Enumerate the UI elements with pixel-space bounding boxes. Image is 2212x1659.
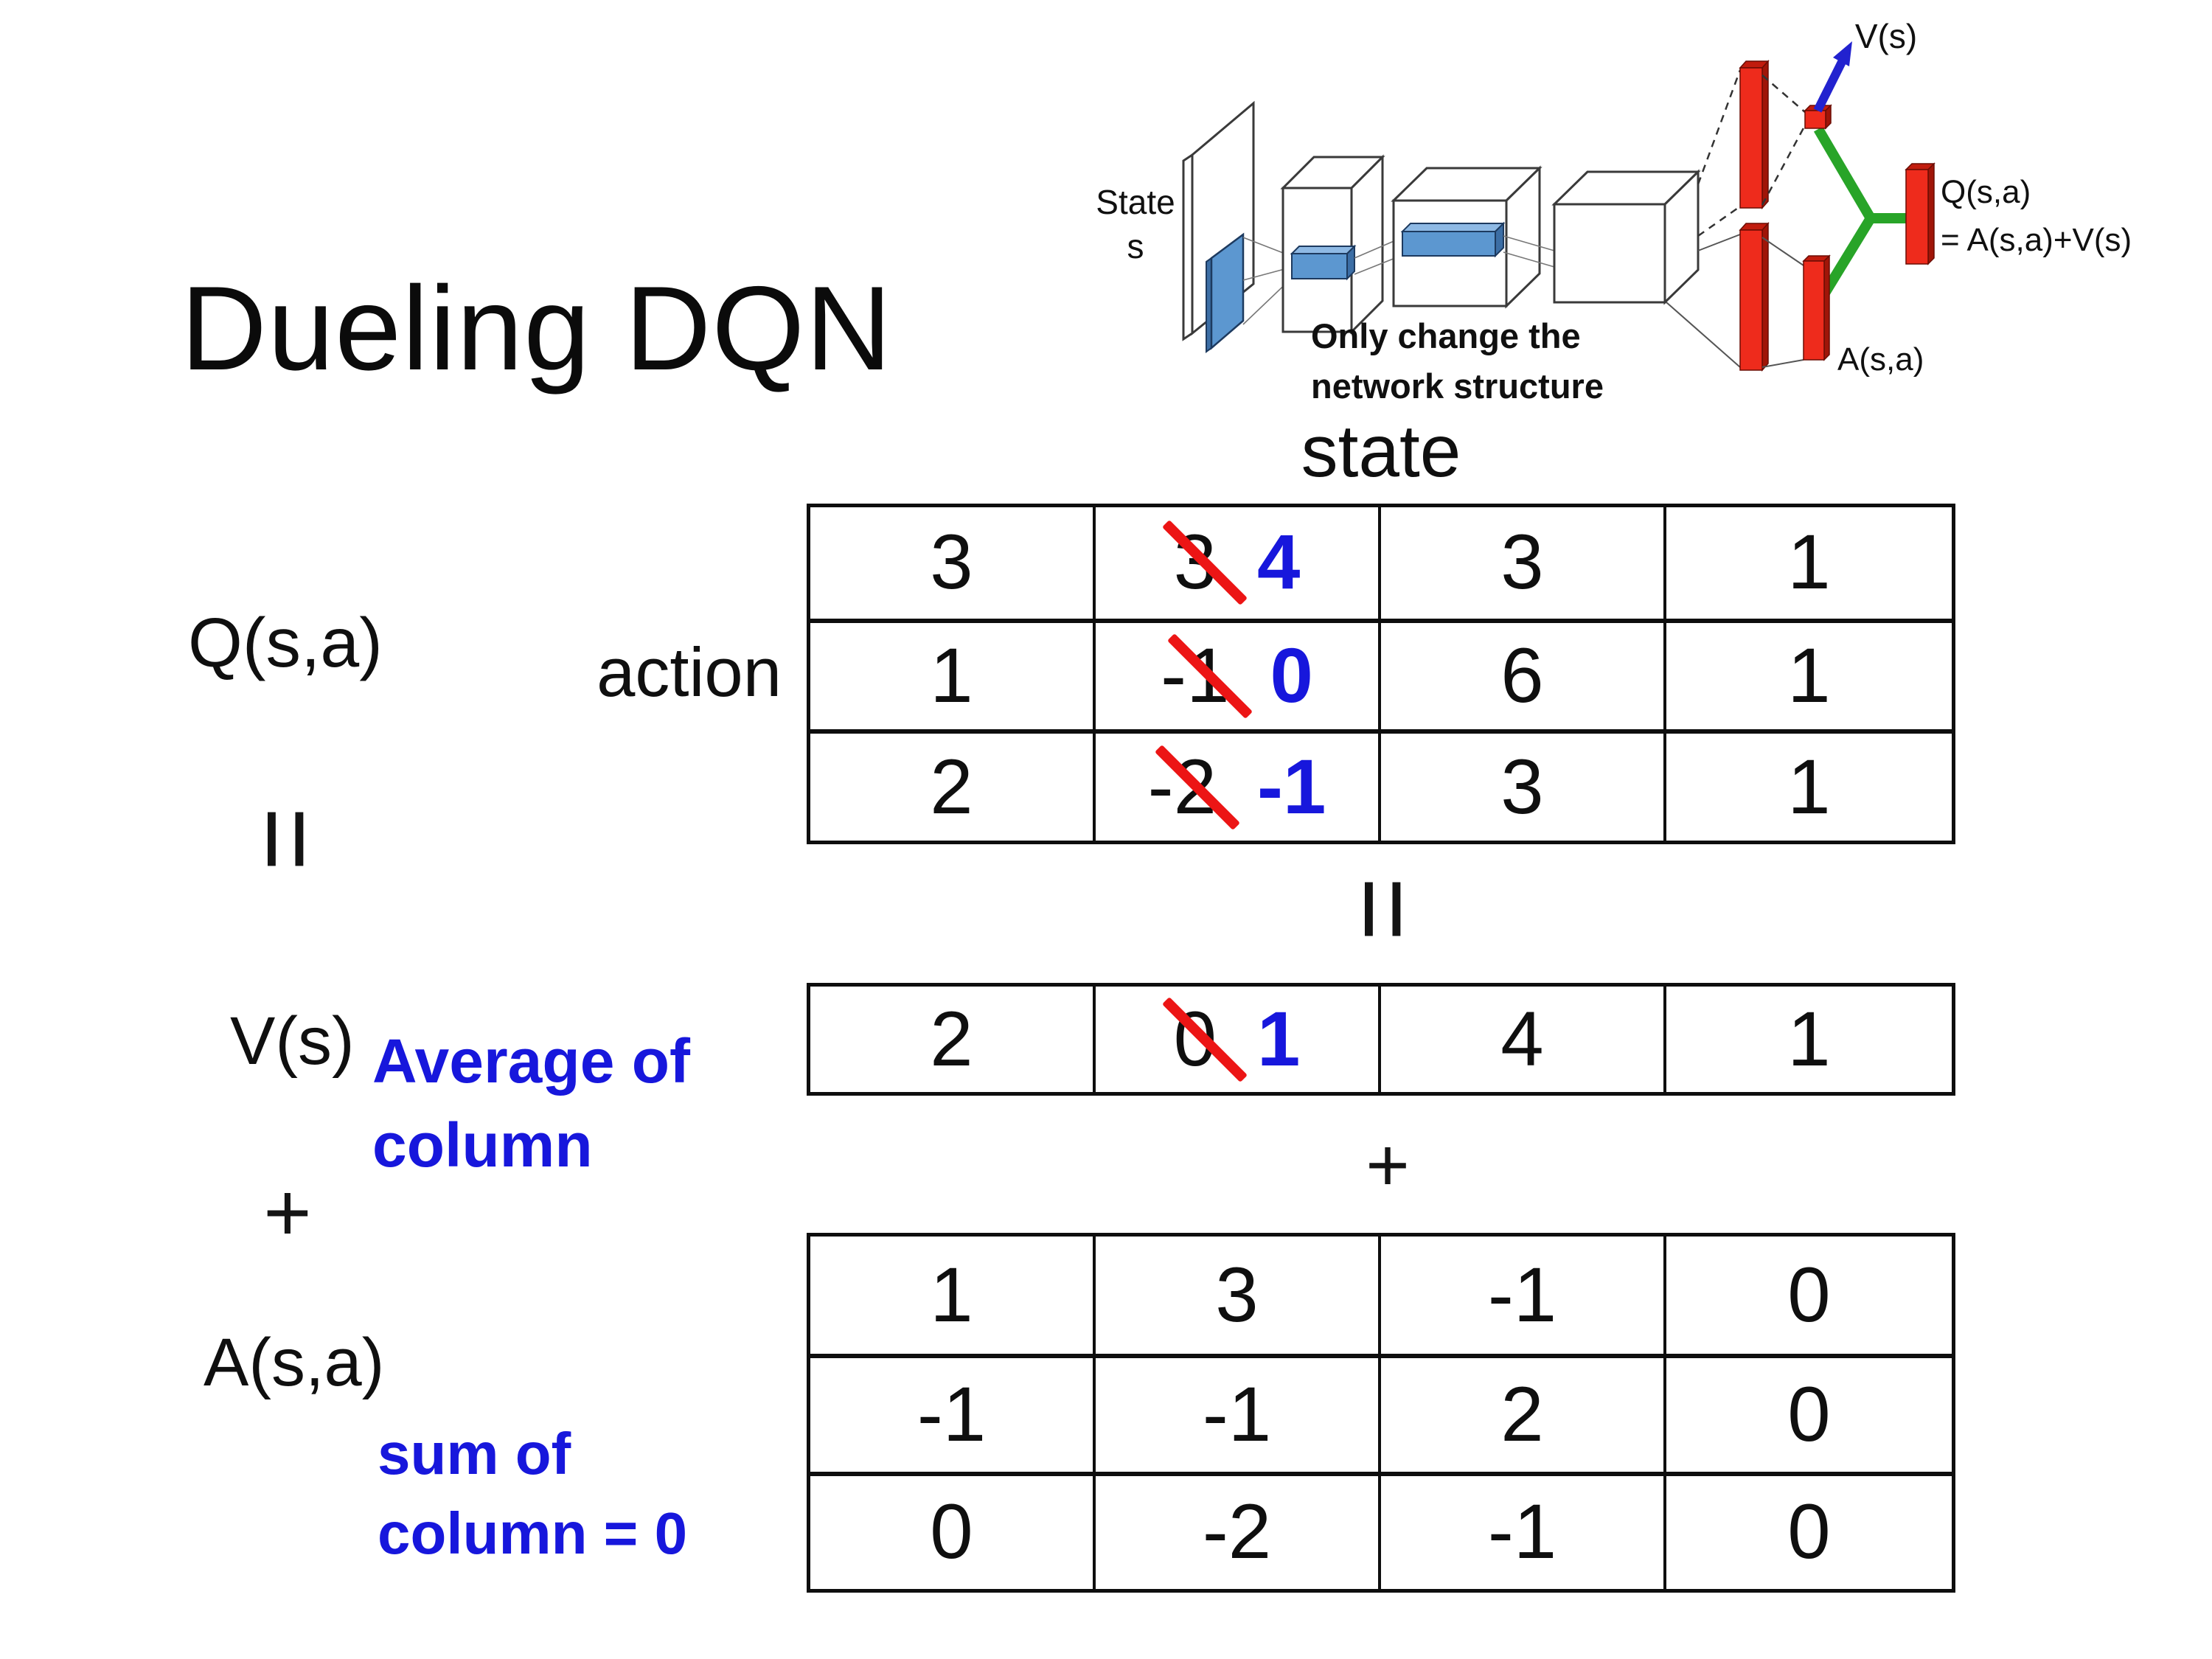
input-filter-slab [1206, 232, 1245, 353]
diagram-state-label-line1: State [1096, 183, 1175, 221]
diagram-note-line2: network structure [1311, 366, 1604, 406]
v-s-label: V(s) [230, 1004, 355, 1079]
old-value-struck: -1 [1161, 632, 1230, 719]
conv-box-3 [1551, 169, 1701, 305]
fc-bar-advantage-stream [1739, 222, 1770, 372]
diagram-q-label: Q(s,a) [1941, 174, 2031, 210]
diagram-state-label-line2: s [1127, 227, 1144, 265]
table-cell: 1 [810, 1237, 1096, 1354]
table-cell: -1 [1381, 1471, 1666, 1589]
table-cell: 0 [1666, 1471, 1952, 1589]
conv-cone-lines-3 [1503, 235, 1555, 268]
table-cell: 2 [810, 987, 1096, 1092]
new-value: 0 [1270, 632, 1313, 719]
table-cell: 0 [1666, 1354, 1952, 1471]
table-cell: 1 [1787, 519, 1831, 606]
equals-glyph: = [1322, 877, 1447, 942]
action-axis-label: action [597, 633, 782, 711]
rotated-equals-left: = [225, 780, 349, 898]
feature-slab-2 [1400, 221, 1506, 258]
diagram-v-label: V(s) [1855, 17, 1917, 55]
table-cell: 3 [1381, 729, 1666, 841]
advantage-table: 1 3 -1 0 -1 -1 2 0 0 -2 -1 0 [807, 1233, 1955, 1593]
table-cell: 4 [1381, 987, 1666, 1092]
table-cell: 6 [1381, 618, 1666, 730]
table-cell: 3 [1381, 507, 1666, 619]
table-cell: 3 [1096, 1237, 1381, 1354]
table-cell: -1 [810, 1354, 1096, 1472]
q-output-bar [1905, 162, 1935, 265]
table-cell: 1 [1666, 729, 1952, 841]
new-value: 1 [1257, 995, 1301, 1082]
table-cell: 0 [1787, 1251, 1831, 1338]
conv-box-1 [1280, 154, 1385, 335]
table-cell: 2 [1381, 1354, 1666, 1472]
table-cell: 1 [1787, 995, 1831, 1082]
old-value-struck: 0 [1173, 995, 1217, 1082]
fc-bar-value-stream [1739, 60, 1770, 209]
table-cell-corrected: -1 0 [1096, 618, 1381, 730]
plus-sign-center: + [1366, 1123, 1410, 1207]
table-cell: 1 [1666, 618, 1952, 730]
equals-glyph: = [225, 807, 349, 872]
rotated-equals-center: = [1322, 850, 1447, 968]
new-value: 4 [1257, 519, 1301, 606]
diagram-q-formula: = A(s,a)+V(s) [1941, 222, 2132, 258]
feature-slab-1 [1290, 244, 1357, 281]
v-arrow-icon [1813, 41, 1852, 113]
value-node [1804, 104, 1832, 130]
network-diagram: State s V(s) Q(s,a) = A(s,a)+V(s) A(s,a)… [1096, 17, 2132, 406]
table-cell: -1 [1096, 1354, 1381, 1472]
table-cell: 3 [810, 507, 1096, 619]
advantage-bar [1802, 254, 1831, 361]
table-cell: -1 [1381, 1237, 1666, 1354]
state-axis-label: state [1301, 410, 1461, 493]
average-of-column-note: Average of column [372, 1026, 691, 1180]
table-cell-corrected: -2 -1 [1096, 729, 1381, 841]
q-sa-label: Q(s,a) [188, 604, 383, 682]
diagram-a-label: A(s,a) [1837, 341, 1924, 378]
table-cell: 2 [810, 729, 1096, 841]
table-cell: 1 [810, 618, 1096, 730]
new-value: -1 [1257, 743, 1326, 830]
a-sa-label: A(s,a) [204, 1325, 385, 1400]
diagram-note-line1: Only change the [1311, 316, 1581, 355]
plus-sign-left: + [263, 1166, 312, 1259]
sum-of-column-note: sum of column = 0 [378, 1421, 688, 1566]
table-cell: 0 [810, 1471, 1096, 1589]
table-cell: -2 [1096, 1471, 1381, 1589]
stream-converge-lines [1761, 74, 1806, 368]
page-title: Dueling DQN [181, 261, 893, 395]
old-value-struck: 3 [1173, 519, 1217, 606]
fc-fan-lines [1666, 69, 1742, 368]
old-value-struck: -2 [1147, 743, 1217, 830]
